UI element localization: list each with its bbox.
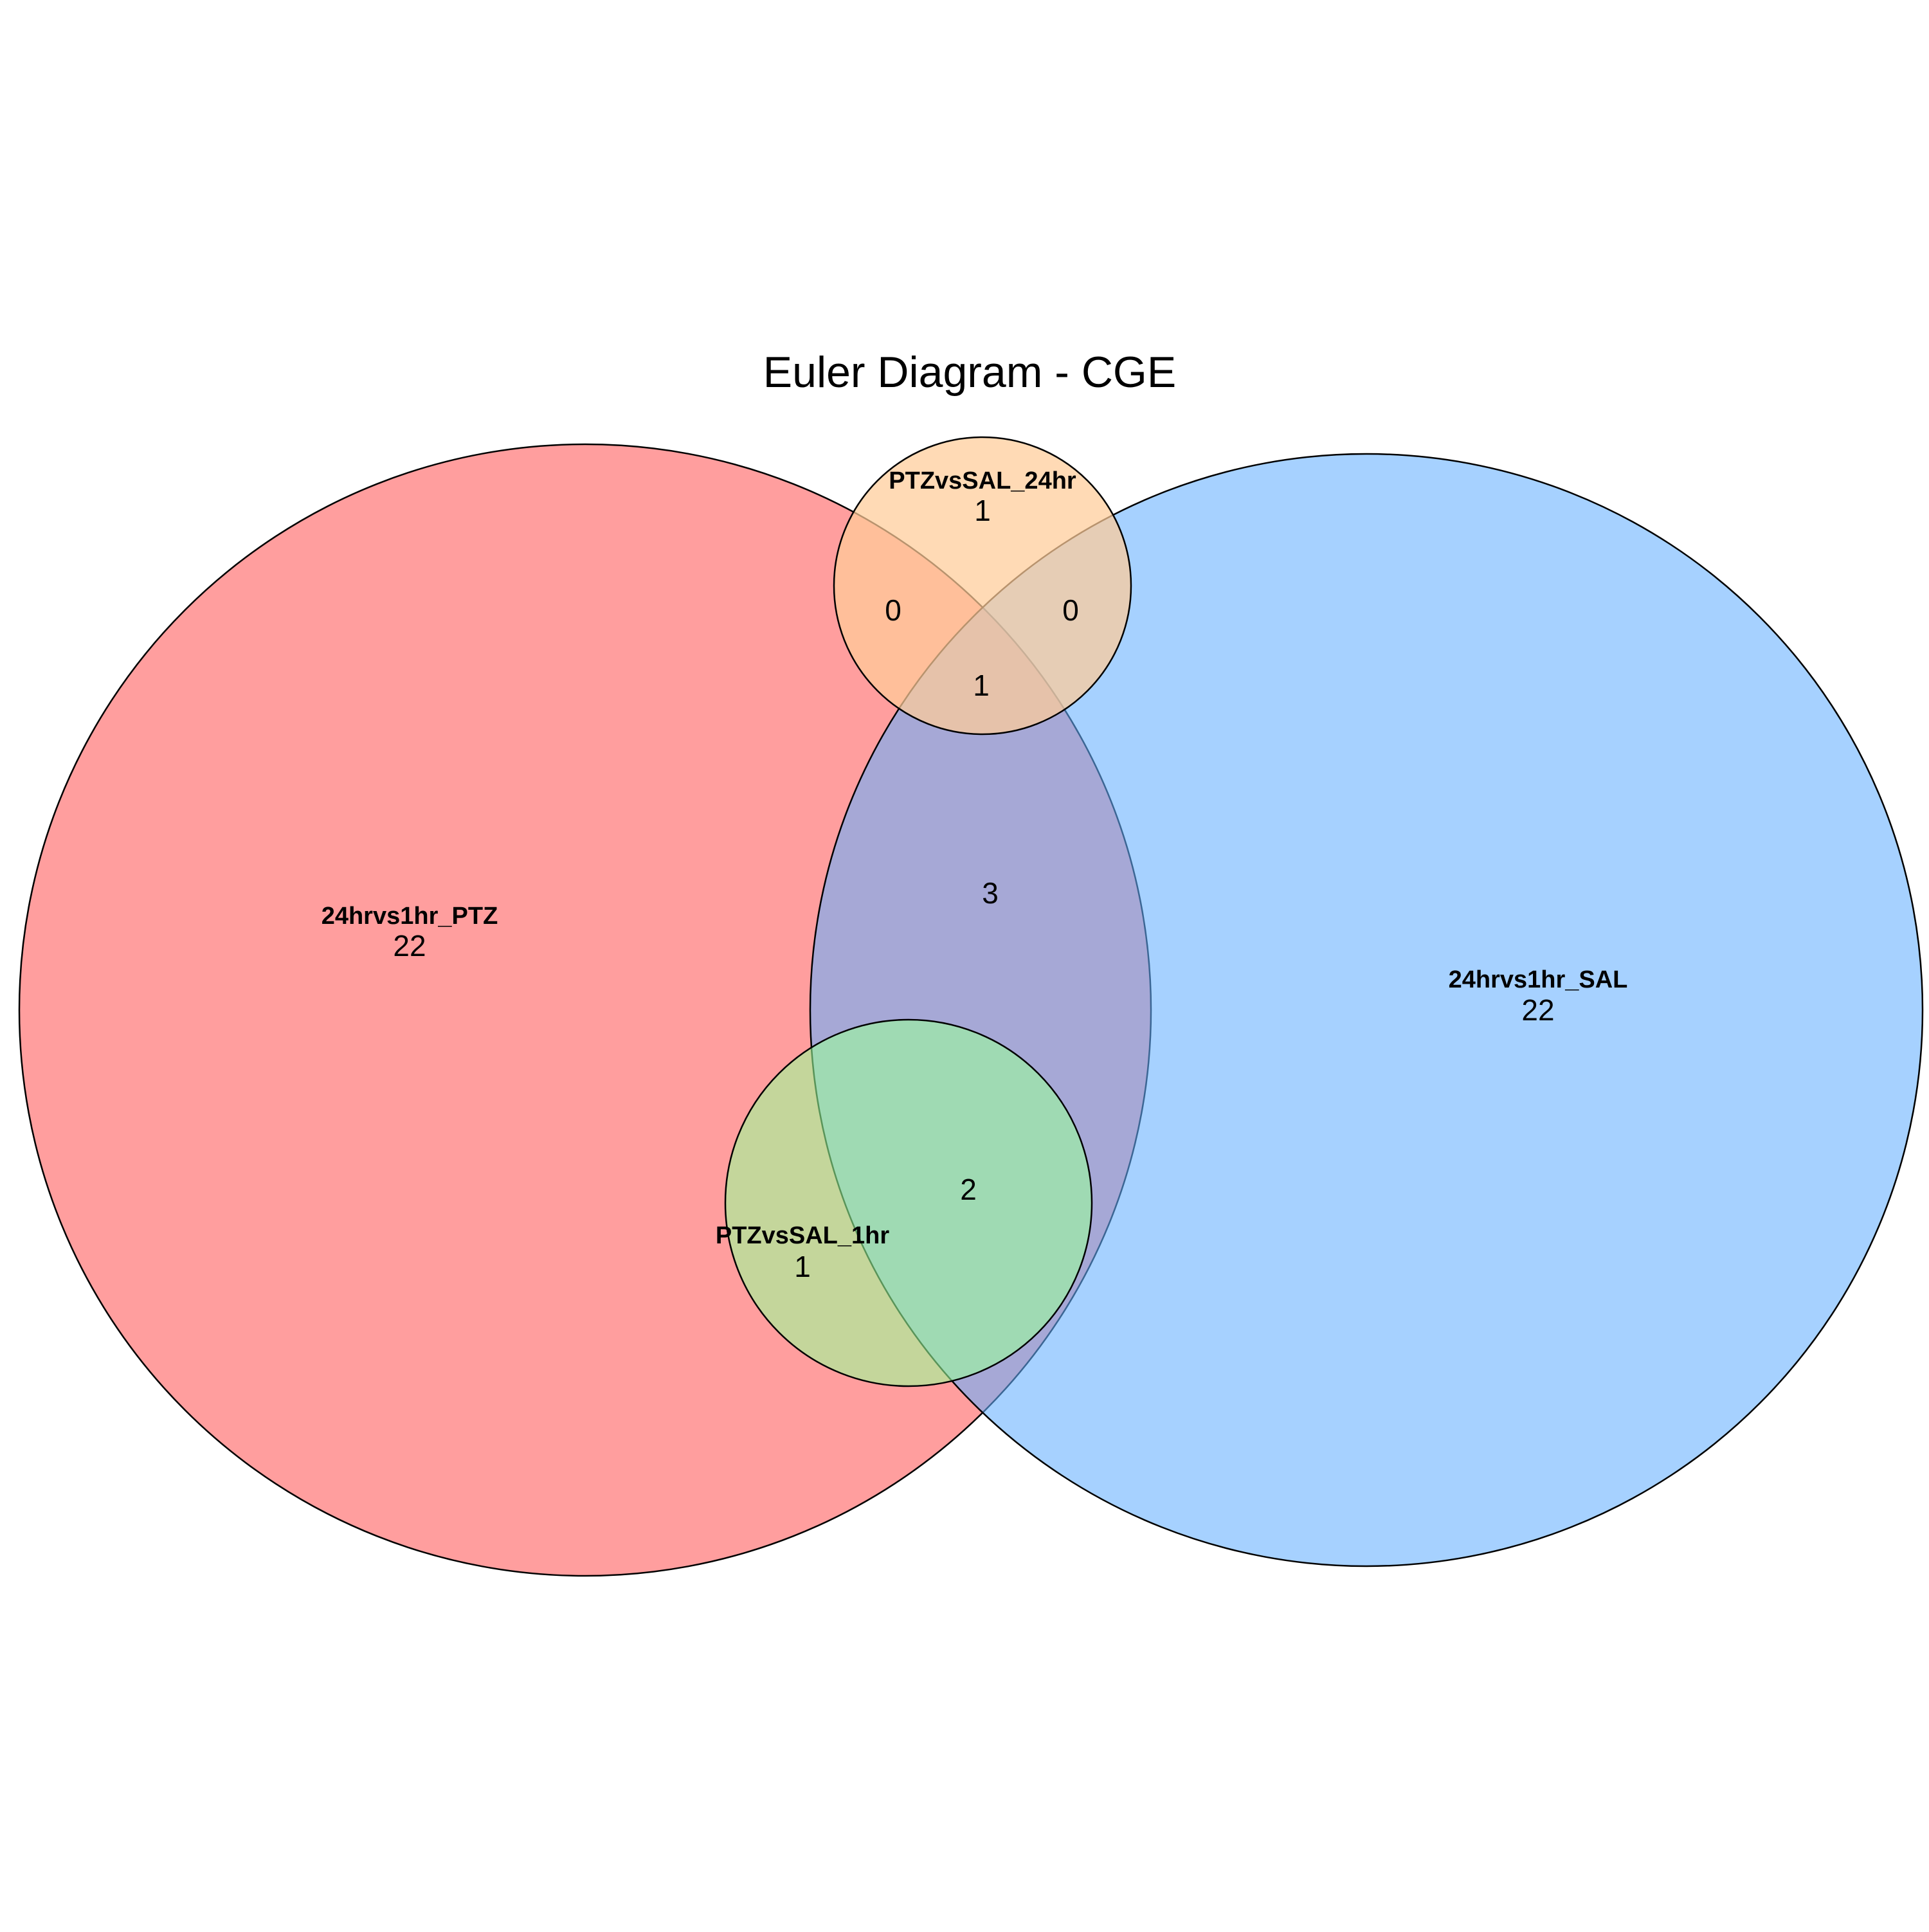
set-count-24hrvs1hr-sal: 22 xyxy=(1521,993,1554,1027)
set-label-ptzvssal-1hr: PTZvsSAL_1hr xyxy=(716,1222,890,1249)
set-label-ptzvssal-24hr: PTZvsSAL_24hr xyxy=(889,467,1076,494)
circle-ptzvssal-24hr xyxy=(833,436,1132,736)
intersection-ptz-p24: 0 xyxy=(885,593,901,627)
intersection-sal-p24: 0 xyxy=(1062,593,1079,627)
intersection-ptz-sal-p1: 2 xyxy=(960,1173,977,1206)
set-count-ptzvssal-24hr: 1 xyxy=(974,494,991,527)
intersection-ptz-sal-p24: 1 xyxy=(973,669,990,702)
set-label-24hrvs1hr-sal: 24hrvs1hr_SAL xyxy=(1449,966,1628,993)
intersection-ptz-sal: 3 xyxy=(982,876,999,910)
set-count-24hrvs1hr-ptz: 22 xyxy=(393,929,426,962)
set-count-ptzvssal-1hr: 1 xyxy=(794,1250,811,1283)
set-label-24hrvs1hr-ptz: 24hrvs1hr_PTZ xyxy=(322,903,498,930)
circle-24hrvs1hr-sal xyxy=(809,453,1924,1567)
circle-ptzvssal-1hr xyxy=(724,1018,1093,1387)
diagram-title: Euler Diagram - CGE xyxy=(763,348,1176,397)
